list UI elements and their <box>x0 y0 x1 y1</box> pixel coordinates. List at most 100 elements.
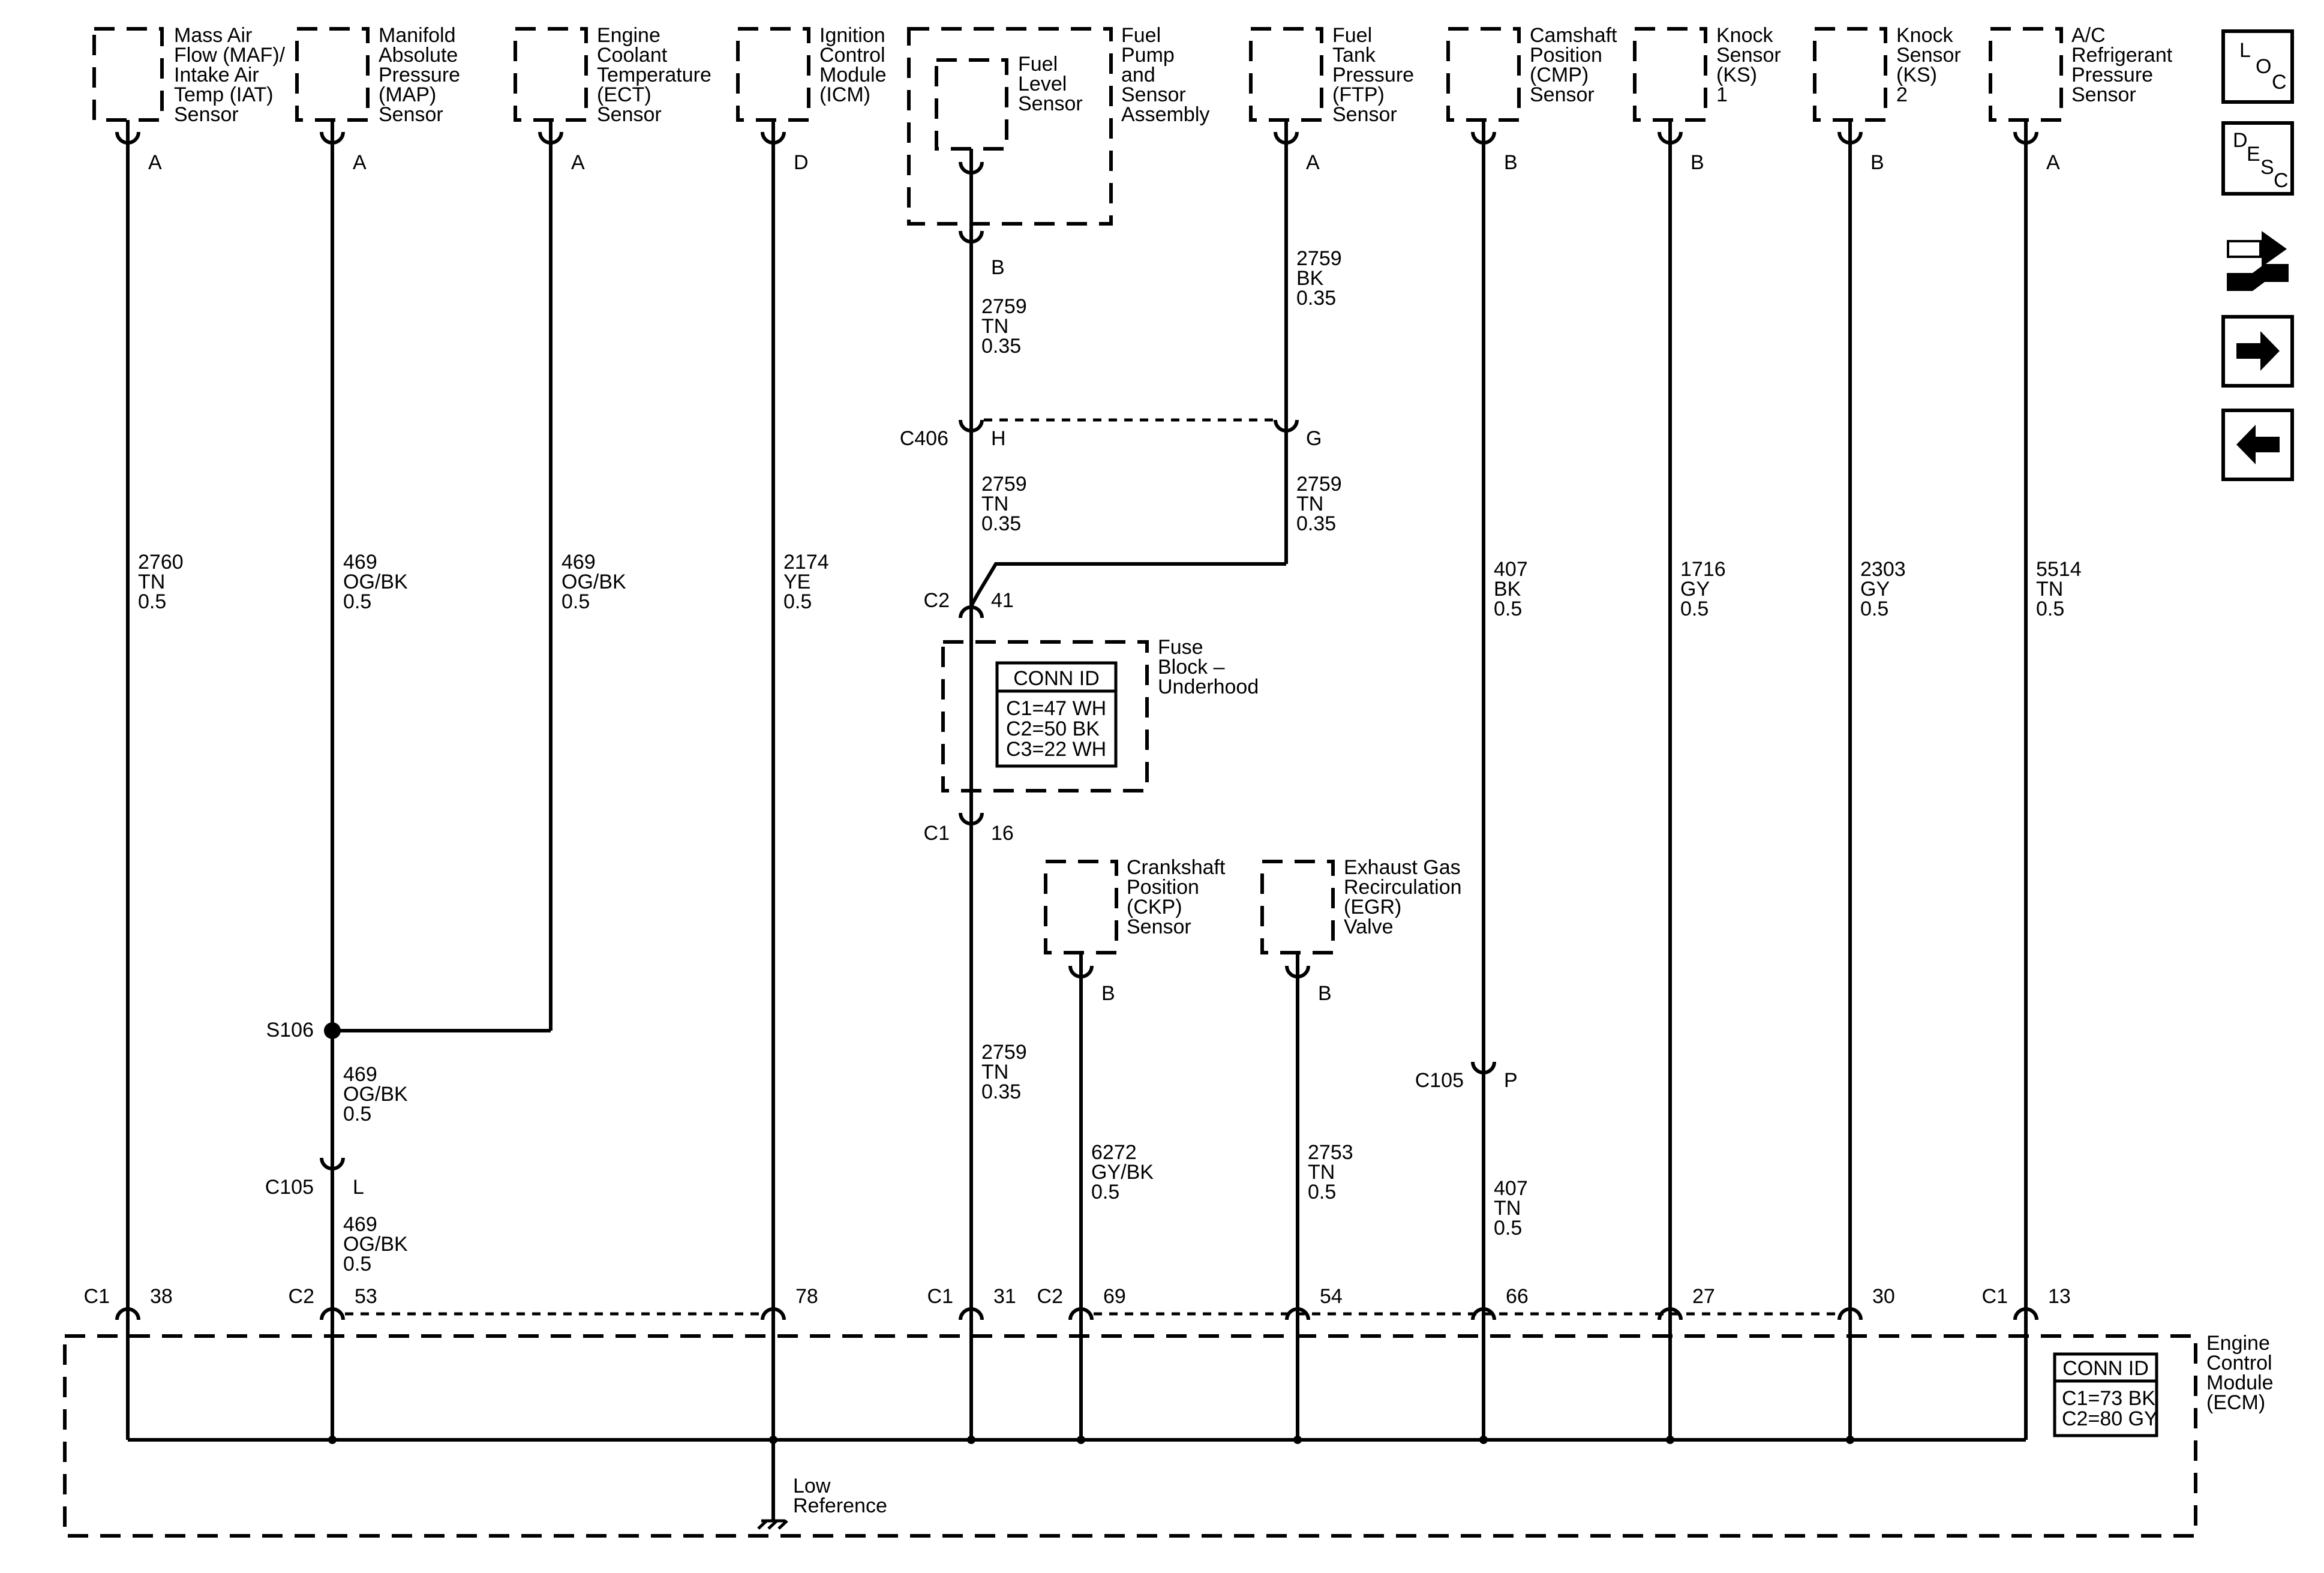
svg-text:C: C <box>2272 71 2287 94</box>
svg-text:CONN ID: CONN ID <box>1013 667 1100 690</box>
svg-text:C2: C2 <box>1037 1285 1063 1308</box>
svg-text:C406: C406 <box>900 427 948 450</box>
svg-text:B: B <box>1504 151 1518 174</box>
svg-text:41: 41 <box>991 589 1014 612</box>
svg-text:D: D <box>794 151 809 174</box>
ecm-pin-labels: C1 38 C2 53 78 C1 31 C2 69 54 66 27 30 C… <box>84 1285 2071 1308</box>
svg-text:D: D <box>2233 129 2248 152</box>
svg-text:A: A <box>2046 151 2060 174</box>
desc-button[interactable]: D E S C <box>2221 121 2294 196</box>
svg-text:P: P <box>1504 1069 1518 1092</box>
svg-text:L: L <box>2239 39 2251 62</box>
svg-text:30: 30 <box>1872 1285 1895 1308</box>
svg-text:C1=73 BK: C1=73 BK <box>2062 1387 2155 1410</box>
svg-text:A: A <box>148 151 162 174</box>
svg-text:C: C <box>2274 169 2289 192</box>
svg-text:G: G <box>1306 427 1322 450</box>
connector-symbols <box>115 120 2038 1320</box>
previous-arrow-icon[interactable] <box>2221 409 2294 481</box>
svg-text:B: B <box>1691 151 1704 174</box>
svg-text:C2=50 BK: C2=50 BK <box>1006 718 1100 740</box>
svg-text:E: E <box>2247 143 2260 166</box>
svg-text:S: S <box>2260 156 2274 179</box>
svg-text:13: 13 <box>2048 1285 2071 1308</box>
svg-text:S106: S106 <box>266 1019 314 1041</box>
svg-text:B: B <box>1870 151 1884 174</box>
svg-text:O: O <box>2256 55 2271 78</box>
svg-text:69: 69 <box>1103 1285 1126 1308</box>
svg-text:C105: C105 <box>1415 1069 1464 1092</box>
svg-text:C105: C105 <box>265 1176 314 1199</box>
svg-text:31: 31 <box>993 1285 1016 1308</box>
svg-text:CONN ID: CONN ID <box>2062 1357 2149 1380</box>
connector-repair-icon[interactable] <box>2227 231 2289 291</box>
svg-text:C3=22 WH: C3=22 WH <box>1006 738 1106 761</box>
svg-text:C1: C1 <box>927 1285 953 1308</box>
svg-text:78: 78 <box>795 1285 818 1308</box>
svg-text:C2=80 GY: C2=80 GY <box>2062 1407 2158 1430</box>
pin-labels: A A A D B A B B B A H G 41 16 B B L P C4… <box>148 151 2060 1199</box>
svg-text:38: 38 <box>150 1285 173 1308</box>
svg-text:C2: C2 <box>924 589 950 612</box>
svg-text:C2: C2 <box>289 1285 314 1308</box>
svg-text:L: L <box>353 1176 364 1199</box>
svg-text:A: A <box>1306 151 1320 174</box>
svg-text:B: B <box>1101 982 1115 1005</box>
svg-text:54: 54 <box>1320 1285 1343 1308</box>
svg-text:27: 27 <box>1692 1285 1715 1308</box>
svg-text:A: A <box>353 151 367 174</box>
svg-text:B: B <box>991 256 1005 279</box>
svg-text:53: 53 <box>355 1285 377 1308</box>
next-arrow-icon[interactable] <box>2221 315 2294 388</box>
loc-button[interactable]: L O C <box>2221 29 2294 104</box>
